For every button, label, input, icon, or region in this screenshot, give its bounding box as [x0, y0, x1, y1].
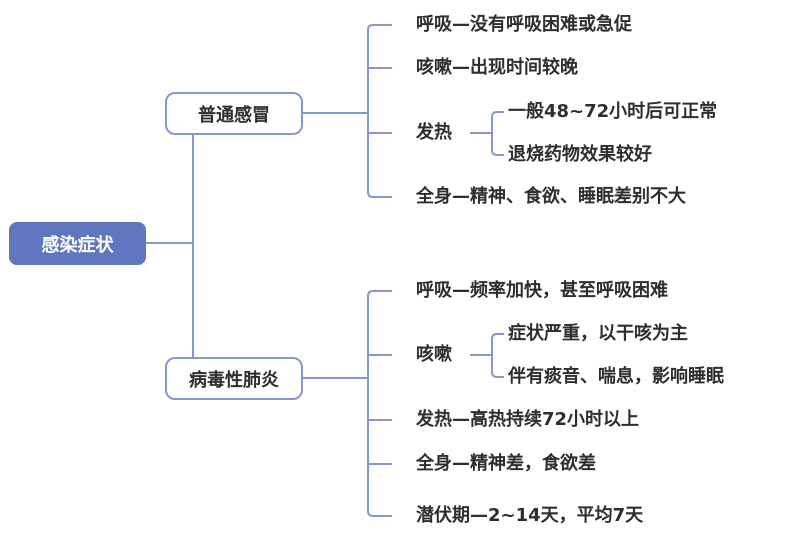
leaf-pneumonia-cough-detail: 症状严重，以干咳为主: [508, 323, 688, 344]
leaf-cold-cough: 咳嗽—出现时间较晚: [416, 57, 578, 78]
leaf-cold-breathing: 呼吸—没有呼吸困难或急促: [416, 14, 632, 35]
root-label: 感染症状: [41, 234, 114, 256]
leaf-cold-general: 全身—精神、食欲、睡眠差别不大: [416, 186, 686, 207]
leaf-pneumonia-breathing: 呼吸—频率加快，甚至呼吸困难: [416, 280, 668, 301]
leaf-pneumonia-general: 全身—精神差，食欲差: [416, 453, 596, 474]
leaf-pneumonia-incubation: 潜伏期—2~14天，平均7天: [416, 505, 644, 526]
root-node: 感染症状: [9, 222, 146, 265]
category-label: 病毒性肺炎: [189, 369, 279, 391]
leaf-cold-fever-detail: 一般48~72小时后可正常: [508, 101, 718, 122]
bracket-cough: [491, 333, 504, 378]
leaf-pneumonia-cough: 咳嗽: [416, 344, 452, 365]
category-node-viral-pneumonia: 病毒性肺炎: [165, 357, 303, 400]
bracket-fever: [491, 111, 504, 156]
leaf-cold-fever: 发热: [416, 122, 452, 143]
category-label: 普通感冒: [198, 104, 270, 126]
bracket-cat2: [367, 290, 392, 517]
leaf-pneumonia-fever: 发热—高热持续72小时以上: [416, 409, 640, 430]
leaf-pneumonia-cough-detail: 伴有痰音、喘息，影响睡眠: [508, 366, 724, 387]
category-node-common-cold: 普通感冒: [165, 92, 303, 135]
leaf-cold-fever-detail: 退烧药物效果较好: [508, 144, 652, 165]
bracket-cat1: [367, 24, 392, 198]
